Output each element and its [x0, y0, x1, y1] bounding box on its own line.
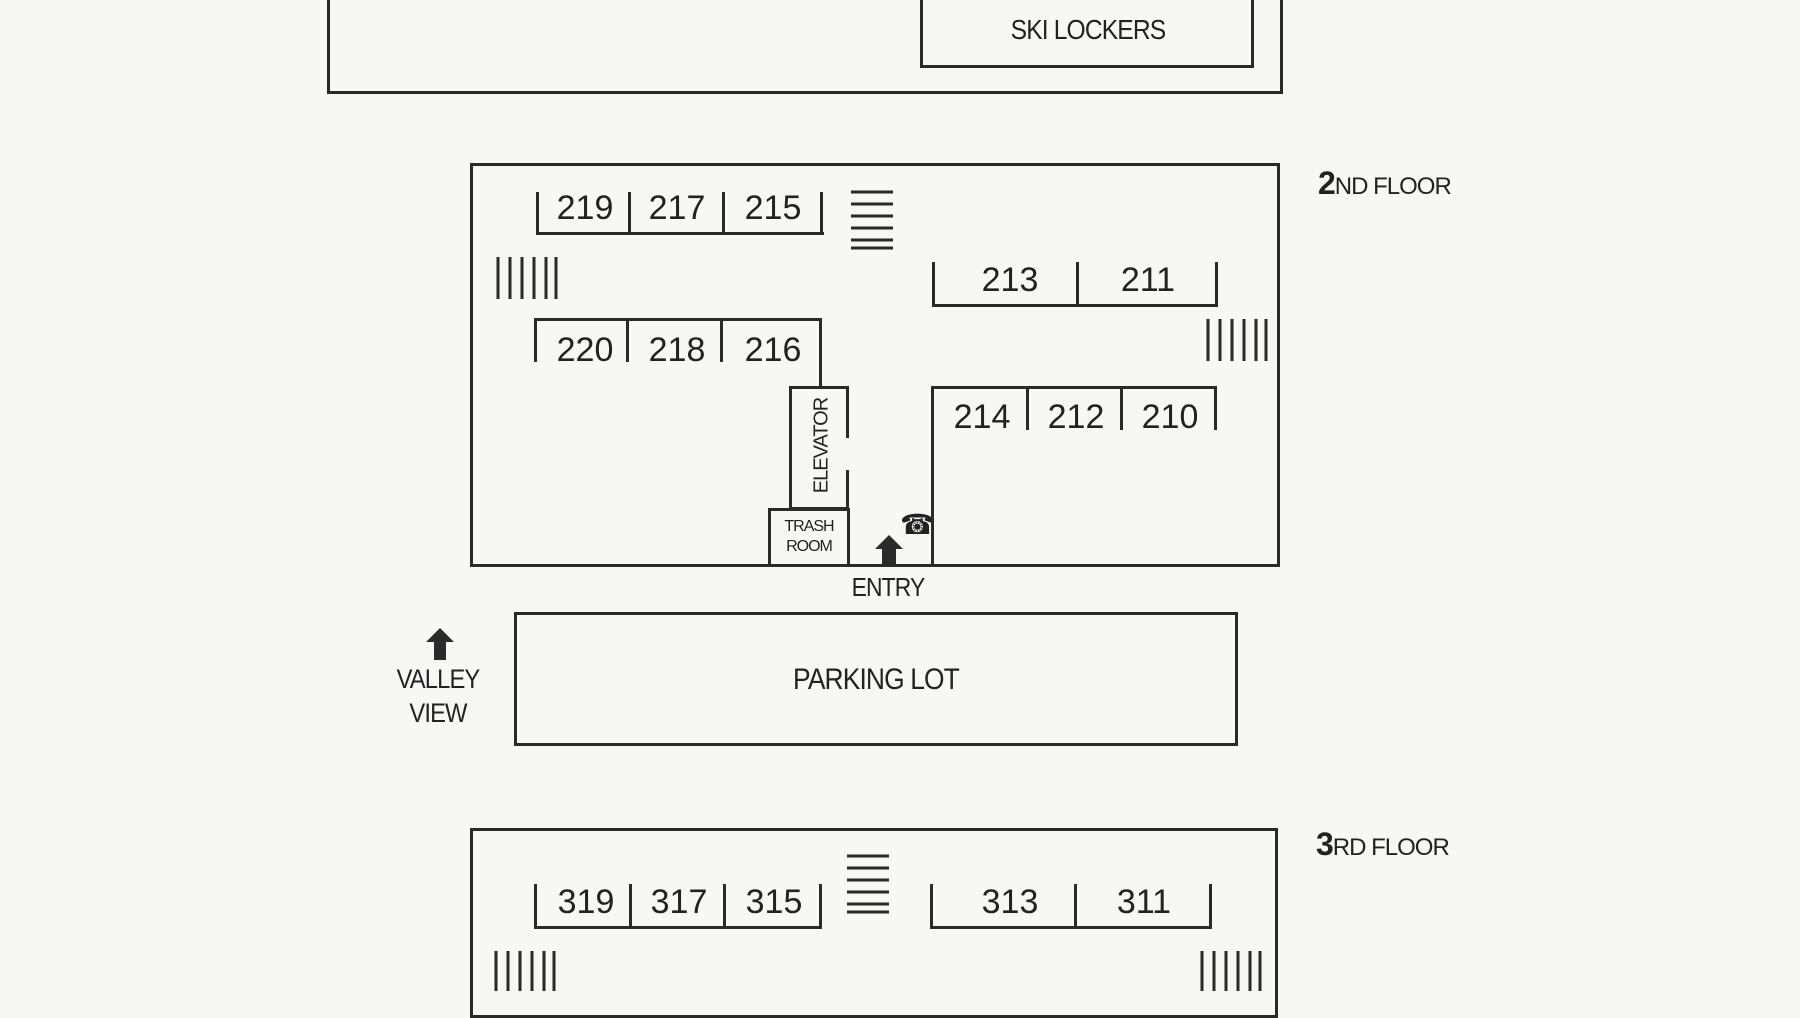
first-floor-outline: [327, 0, 1283, 94]
room-215: 215: [744, 189, 802, 227]
stairs-icon: [494, 951, 556, 991]
valley-view-label-line2: VIEW: [409, 698, 467, 728]
room-216: 216: [744, 331, 802, 369]
room-210: 210: [1141, 398, 1199, 436]
third-floor-label: 3RD FLOOR: [1316, 826, 1450, 863]
stairs-icon: [1206, 319, 1268, 361]
ski-lockers-box: [920, 0, 1254, 68]
parking-lot-label: PARKING LOT: [793, 663, 960, 696]
third-floor-number: 3: [1316, 826, 1334, 862]
room-311: 311: [1116, 883, 1172, 921]
stairs-icon: [496, 257, 558, 299]
second-floor-label: 2ND FLOOR: [1318, 165, 1452, 202]
stairs-icon: [851, 190, 893, 250]
room-214: 214: [953, 398, 1011, 436]
ski-lockers-label: SKI LOCKERS: [1010, 14, 1167, 45]
room-317: 317: [650, 883, 708, 921]
room-212: 212: [1047, 398, 1105, 436]
telephone-icon: ☎: [900, 509, 935, 540]
entry-label: ENTRY: [851, 572, 926, 602]
second-floor-number: 2: [1318, 165, 1336, 201]
room-319: 319: [557, 883, 615, 921]
third-floor-suffix: RD FLOOR: [1332, 834, 1450, 861]
valley-view-label-line1: VALLEY: [396, 664, 481, 694]
trash-room-label-line2: ROOM: [786, 538, 833, 555]
room-217: 217: [648, 189, 706, 227]
second-floor-outline: [470, 163, 1280, 567]
room-313: 313: [981, 883, 1039, 921]
room-219: 219: [556, 189, 614, 227]
stairs-icon: [1200, 951, 1262, 991]
room-220: 220: [556, 331, 614, 369]
up-arrow-icon: [426, 628, 454, 660]
parking-lot-box: [514, 612, 1238, 746]
room-211: 211: [1120, 261, 1176, 299]
room-213: 213: [981, 261, 1039, 299]
stairs-icon: [847, 854, 889, 914]
room-315: 315: [745, 883, 803, 921]
room-218: 218: [648, 331, 706, 369]
trash-room-label-line1: TRASH: [784, 518, 834, 535]
up-arrow-icon: [875, 535, 903, 564]
second-floor-suffix: ND FLOOR: [1334, 173, 1452, 200]
trash-room-box: [768, 508, 850, 567]
elevator-label: ELEVATOR: [810, 397, 833, 494]
